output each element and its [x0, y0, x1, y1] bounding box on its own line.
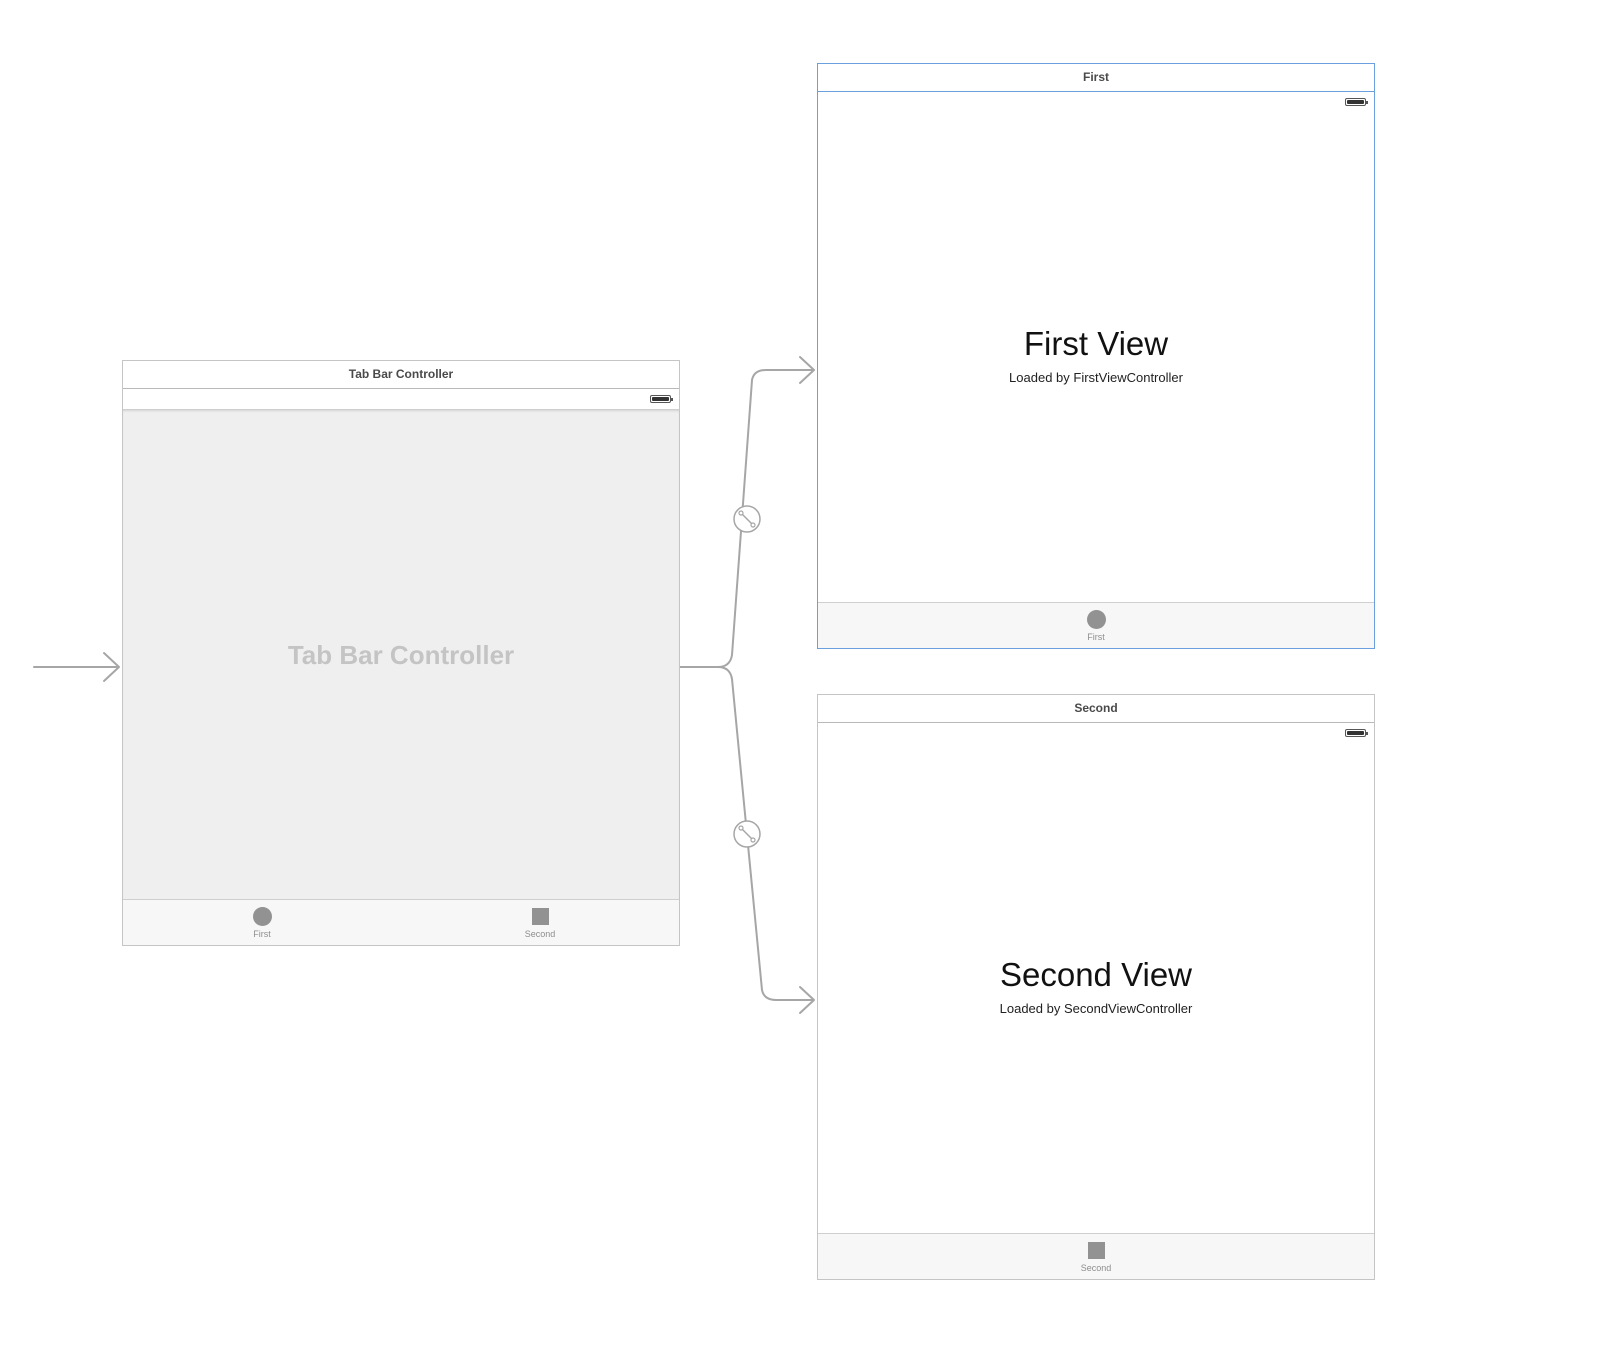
- tab-bar: First Second: [123, 899, 679, 945]
- scene-title[interactable]: First: [818, 64, 1374, 92]
- segue-to-second-arrow-head: [799, 986, 815, 1014]
- tab-second[interactable]: Second: [401, 900, 679, 945]
- first-view-title[interactable]: First View: [1023, 325, 1169, 362]
- square-icon: [531, 908, 549, 925]
- status-bar: [818, 92, 1374, 112]
- battery-icon: [1345, 729, 1368, 737]
- initial-arrow-head: [103, 652, 120, 682]
- segue-icon-first[interactable]: [733, 505, 761, 533]
- circle-icon: [252, 907, 272, 926]
- segue-to-second-line: [717, 666, 814, 1001]
- segue-to-first-line: [678, 369, 814, 668]
- segue-to-first-arrow-head: [799, 356, 815, 384]
- battery-icon: [1345, 98, 1368, 106]
- scene-title[interactable]: Tab Bar Controller: [123, 361, 679, 389]
- first-view-content[interactable]: First View Loaded by FirstViewController: [818, 112, 1374, 603]
- tab-label: Second: [524, 929, 556, 939]
- second-view-subtitle[interactable]: Loaded by SecondViewController: [999, 1001, 1193, 1016]
- tab-second[interactable]: Second: [818, 1234, 1374, 1279]
- tab-first[interactable]: First: [818, 603, 1374, 648]
- tab-bar-controller-content[interactable]: Tab Bar Controller: [123, 409, 679, 900]
- status-bar: [123, 389, 679, 409]
- second-view-title[interactable]: Second View: [999, 956, 1193, 993]
- status-bar: [818, 723, 1374, 743]
- scene-title[interactable]: Second: [818, 695, 1374, 723]
- square-icon: [1087, 1242, 1105, 1259]
- tab-label: First: [253, 929, 271, 939]
- tab-bar-controller-scene[interactable]: Tab Bar Controller Tab Bar Controller Fi…: [122, 360, 680, 946]
- second-view-content[interactable]: Second View Loaded by SecondViewControll…: [818, 743, 1374, 1234]
- tab-bar-controller-placeholder: Tab Bar Controller: [287, 639, 515, 670]
- battery-icon: [650, 395, 673, 403]
- tab-bar: Second: [818, 1233, 1374, 1279]
- first-view-subtitle[interactable]: Loaded by FirstViewController: [1009, 370, 1183, 385]
- tab-label: First: [1087, 632, 1105, 642]
- circle-icon: [1086, 610, 1106, 629]
- tab-label: Second: [1080, 1263, 1112, 1273]
- tab-first[interactable]: First: [123, 900, 401, 945]
- first-view-controller-scene[interactable]: First First View Loaded by FirstViewCont…: [817, 63, 1375, 649]
- segue-icon-second[interactable]: [733, 820, 761, 848]
- tab-bar: First: [818, 602, 1374, 648]
- second-view-controller-scene[interactable]: Second Second View Loaded by SecondViewC…: [817, 694, 1375, 1280]
